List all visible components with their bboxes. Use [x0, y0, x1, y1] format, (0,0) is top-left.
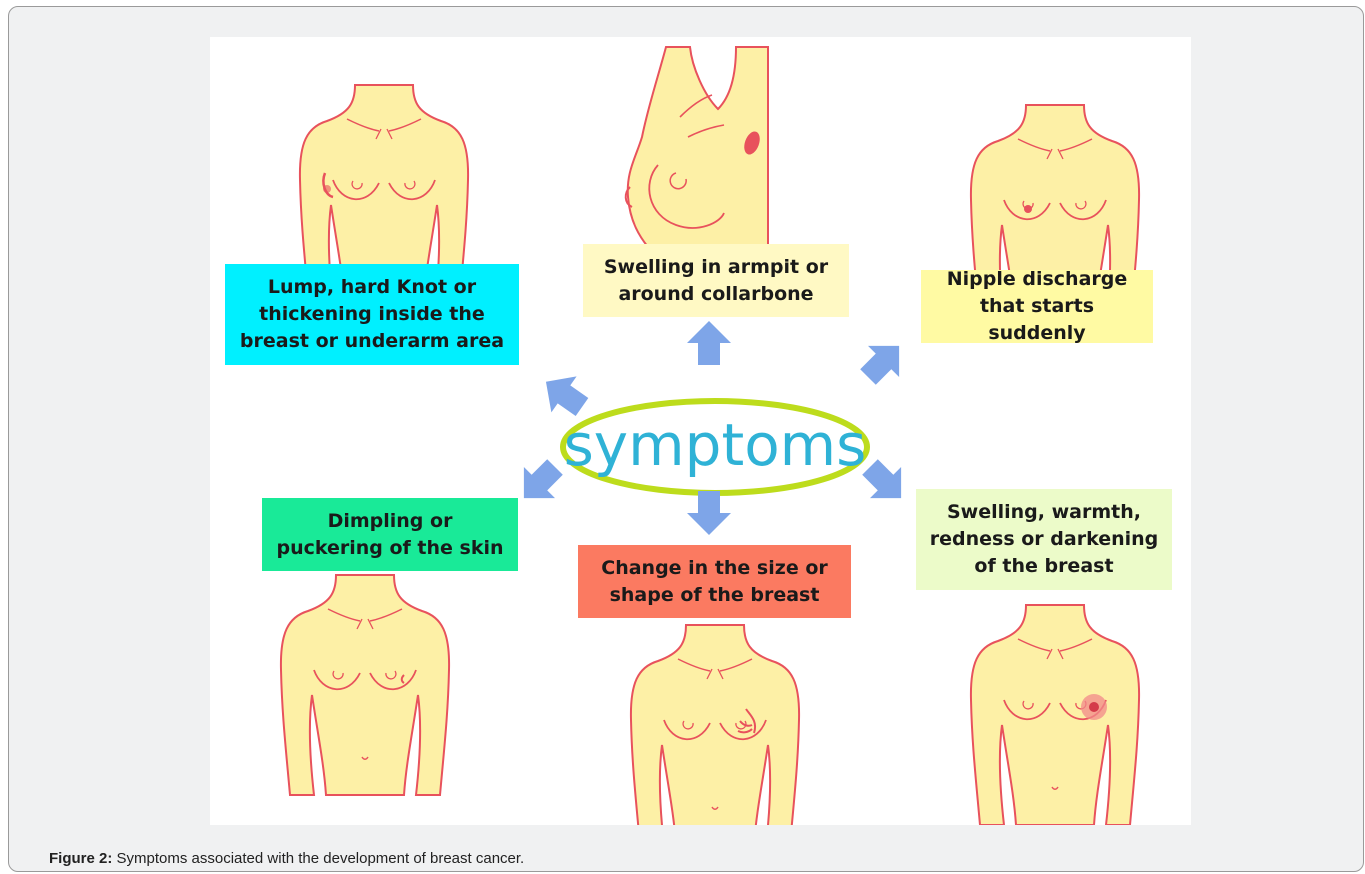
symptom-box-redness: Swelling, warmth, redness or darkening o…: [916, 489, 1172, 590]
torso-illustration-redness: [971, 605, 1139, 825]
torso-illustration-size-change: [631, 625, 799, 825]
symptom-box-size-change: Change in the size or shape of the breas…: [578, 545, 851, 618]
torso-illustration-armpit: [626, 47, 768, 247]
figure-caption-text: Symptoms associated with the development…: [112, 850, 524, 867]
symptoms-diagram: symptoms Lump, hard Knot or thickening i…: [210, 37, 1191, 825]
symptom-box-dimpling: Dimpling or puckering of the skin: [262, 498, 518, 571]
figure-caption-prefix: Figure 2:: [49, 850, 112, 867]
diagram-art: symptoms: [210, 37, 1191, 825]
symptom-box-armpit-text: Swelling in armpit or around collarbone: [604, 254, 828, 308]
symptom-box-size-change-text: Change in the size or shape of the breas…: [601, 555, 828, 609]
torso-illustration-dimpling: [281, 575, 449, 795]
symptom-box-redness-text: Swelling, warmth, redness or darkening o…: [930, 499, 1159, 580]
arrow-up: [687, 321, 731, 365]
figure-frame: symptoms Lump, hard Knot or thickening i…: [8, 6, 1364, 872]
symptoms-center-label: symptoms: [564, 411, 867, 479]
symptom-box-armpit: Swelling in armpit or around collarbone: [583, 244, 849, 317]
symptom-box-lump: Lump, hard Knot or thickening inside the…: [225, 264, 519, 365]
figure-caption: Figure 2: Symptoms associated with the d…: [49, 850, 524, 867]
symptom-box-discharge-text: Nipple discharge that starts suddenly: [929, 266, 1145, 347]
arrow-up-right: [852, 330, 914, 392]
symptom-box-discharge: Nipple discharge that starts suddenly: [921, 270, 1153, 343]
symptom-box-lump-text: Lump, hard Knot or thickening inside the…: [240, 274, 504, 355]
symptom-box-dimpling-text: Dimpling or puckering of the skin: [276, 508, 503, 562]
arrow-down: [687, 491, 731, 535]
